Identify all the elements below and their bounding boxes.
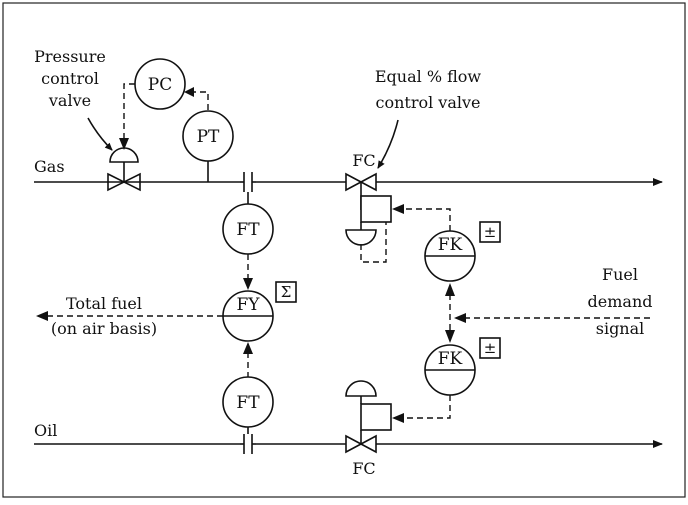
pressure-valve-label-2: control xyxy=(41,69,99,88)
frame-border xyxy=(2,2,686,498)
fk-gas-label: FK xyxy=(438,235,463,255)
pressure-valve-label-1: Pressure xyxy=(34,47,106,66)
fk-oil-instrument: FK ± xyxy=(424,337,501,396)
fc-oil-label: FC xyxy=(352,459,375,478)
ft-gas-label: FT xyxy=(236,220,260,240)
ft-gas-instrument: FT xyxy=(222,192,274,255)
equal-flow-label-1: Equal % flow xyxy=(375,67,482,86)
pressure-valve-label-3: valve xyxy=(48,91,91,110)
fc-gas-label: FC xyxy=(352,151,375,170)
fk-gas-pm-symbol: ± xyxy=(484,223,497,241)
ft-oil-instrument: FT xyxy=(222,376,274,434)
gas-flow-control-valve xyxy=(345,172,392,246)
fk-oil-label: FK xyxy=(438,349,463,369)
oil-label: Oil xyxy=(34,421,57,440)
total-fuel-label-2: (on air basis) xyxy=(51,319,157,338)
fuel-demand-label-1: Fuel xyxy=(602,265,638,284)
fk-oil-pm-symbol: ± xyxy=(484,339,497,357)
fy-sum-symbol: Σ xyxy=(281,283,292,301)
gas-line xyxy=(34,172,663,192)
pressure-control-valve xyxy=(107,147,141,192)
oil-line xyxy=(34,434,663,454)
gas-label: Gas xyxy=(34,157,65,176)
fy-instrument: FY Σ xyxy=(222,281,297,342)
pc-instrument: PC xyxy=(134,58,186,110)
equal-flow-label-2: control valve xyxy=(375,93,480,112)
pt-label: PT xyxy=(197,127,220,147)
pt-instrument: PT xyxy=(182,110,234,182)
fuel-demand-label-2: demand xyxy=(588,292,653,311)
pc-label: PC xyxy=(148,75,172,95)
fk-gas-instrument: FK ± xyxy=(424,221,501,282)
ft-oil-label: FT xyxy=(236,393,260,413)
fy-label: FY xyxy=(236,295,260,315)
oil-flow-control-valve xyxy=(345,380,392,454)
fuel-demand-label-3: signal xyxy=(596,319,645,338)
total-fuel-label-1: Total fuel xyxy=(66,294,142,313)
